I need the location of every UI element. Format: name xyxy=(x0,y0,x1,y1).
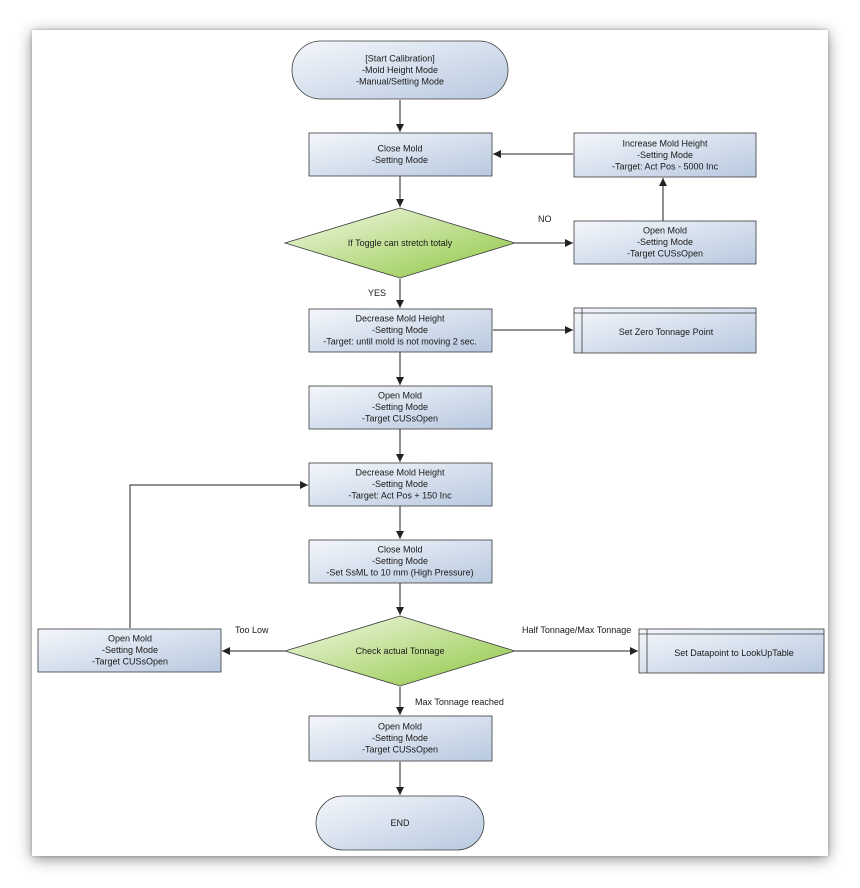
open-mold-left-label: Open Mold-Setting Mode -Target CUSsOpen xyxy=(92,634,168,667)
open-mold-final-box xyxy=(308,715,493,762)
open-mold-label: Open Mold-Setting Mode -Target CUSsOpen xyxy=(362,391,438,424)
tonnage-decision-diamond xyxy=(283,615,517,687)
end-label: END xyxy=(390,818,410,828)
label-line: -Manual/Setting Mode xyxy=(356,77,444,87)
label-line: Open Mold xyxy=(378,722,422,732)
label-line: -Setting Mode xyxy=(372,325,428,335)
label-line: -Target CUSsOpen xyxy=(92,657,168,667)
edge-labels: NO YES Too Low Half Tonnage/Max Tonnage … xyxy=(235,214,631,707)
label-line: Set Datapoint to LookUpTable xyxy=(674,648,794,658)
increase-mold-height-label: Increase Mold Height-Setting Mode -Target… xyxy=(612,139,719,172)
toggle-decision-diamond xyxy=(283,207,517,279)
edge-label-half-max-tonnage: Half Tonnage/Max Tonnage xyxy=(522,625,631,635)
open-mold-left-box xyxy=(37,628,222,673)
decrease-mold-height-box xyxy=(308,308,493,353)
label-line: Decrease Mold Height xyxy=(355,314,445,324)
set-datapoint-box xyxy=(638,628,825,674)
label-line: Check actual Tonnage xyxy=(356,646,445,656)
label-line: Decrease Mold Height xyxy=(355,468,445,478)
set-datapoint-label: Set Datapoint to LookUpTable xyxy=(674,648,794,658)
label-line: Increase Mold Height xyxy=(622,139,708,149)
label-line: Set Zero Tonnage Point xyxy=(619,327,714,337)
label-line: -Setting Mode xyxy=(637,150,693,160)
increase-mold-height-box xyxy=(573,132,757,178)
label-line: Open Mold xyxy=(378,391,422,401)
label-line: -Setting Mode xyxy=(372,556,428,566)
open-mold-right-box xyxy=(573,220,757,265)
set-zero-tonnage-box xyxy=(573,307,757,354)
label-line: -Setting Mode xyxy=(372,479,428,489)
label-line: -Mold Height Mode xyxy=(362,65,438,75)
label-line: END xyxy=(390,818,410,828)
toggle-decision-label: If Toggle can stretch totaly xyxy=(348,238,453,248)
label-line: If Toggle can stretch totaly xyxy=(348,238,453,248)
node-labels: [Start Calibration]-Mold Height Mode -Man… xyxy=(92,54,794,829)
label-line: -Target CUSsOpen xyxy=(362,745,438,755)
end-terminator xyxy=(315,795,485,851)
open-mold-final-label: Open Mold-Setting Mode -Target CUSsOpen xyxy=(362,722,438,755)
edge-label-no: NO xyxy=(538,214,552,224)
close-mold-2-box xyxy=(308,539,493,584)
decrease-mold-height-2-box xyxy=(308,462,493,507)
edge-label-yes: YES xyxy=(368,288,386,298)
label-line: -Target: Act Pos - 5000 Inc xyxy=(612,162,719,172)
label-line: -Target CUSsOpen xyxy=(362,414,438,424)
label-line: -Target: Act Pos + 150 Inc xyxy=(348,491,452,501)
label-line: -Set SsML to 10 mm (High Pressure) xyxy=(326,568,473,578)
label-line: -Setting Mode xyxy=(102,645,158,655)
close-mold-box xyxy=(308,132,493,177)
decrease-mold-height-2-label: Decrease Mold Height-Setting Mode -Target… xyxy=(348,468,452,501)
label-line: -Target: until mold is not moving 2 sec. xyxy=(323,337,477,347)
label-line: -Setting Mode xyxy=(372,733,428,743)
label-line: Open Mold xyxy=(108,634,152,644)
label-line: Open Mold xyxy=(643,226,687,236)
edge-label-too-low: Too Low xyxy=(235,625,269,635)
edge-label-max-tonnage-reached: Max Tonnage reached xyxy=(415,697,504,707)
label-line: -Setting Mode xyxy=(372,402,428,412)
close-mold-2-label: Close Mold-Setting Mode -Set SsML to 10 m… xyxy=(326,545,473,578)
label-line: [Start Calibration] xyxy=(365,54,435,64)
decrease-mold-height-label: Decrease Mold Height-Setting Mode -Target… xyxy=(323,314,477,347)
start-terminator xyxy=(291,40,509,100)
label-line: Close Mold xyxy=(377,545,422,555)
label-line: -Setting Mode xyxy=(372,155,428,165)
set-zero-tonnage-label: Set Zero Tonnage Point xyxy=(619,327,714,337)
shapes xyxy=(37,40,825,851)
open-mold-box xyxy=(308,385,493,430)
close-mold-label: Close Mold -Setting Mode xyxy=(372,143,428,165)
connectors xyxy=(129,100,667,795)
label-line: Close Mold xyxy=(377,143,422,153)
tonnage-decision-label: Check actual Tonnage xyxy=(356,646,445,656)
label-line: -Setting Mode xyxy=(637,237,693,247)
start-label: [Start Calibration]-Mold Height Mode -Man… xyxy=(356,54,444,87)
label-line: -Target CUSsOpen xyxy=(627,249,703,259)
open-mold-right-label: Open Mold-Setting Mode -Target CUSsOpen xyxy=(627,226,703,259)
edge-open-mold-left-to-decrease-height-2 xyxy=(129,481,308,628)
